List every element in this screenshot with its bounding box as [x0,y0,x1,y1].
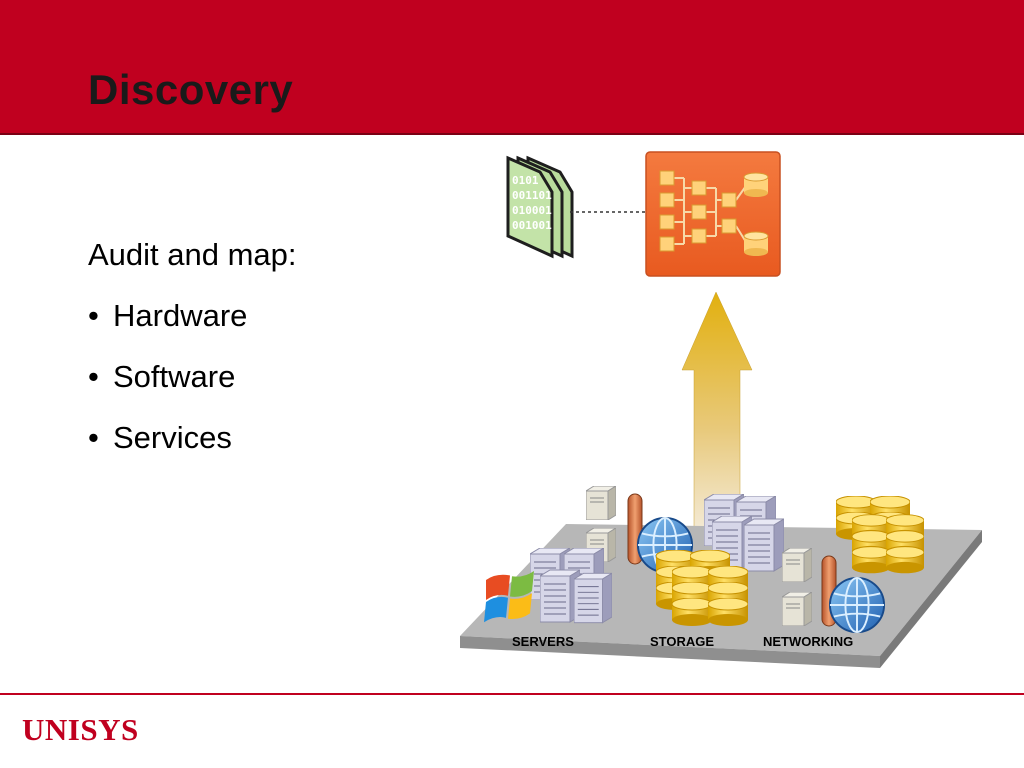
bullet-list: • Hardware • Software • Services [88,297,297,457]
bullet-dot: • [88,420,99,455]
bullet-item: • Software [88,358,297,396]
networking-label: NETWORKING [763,634,853,649]
binary-line: 001001 [512,219,552,232]
intro-text: Audit and map: [88,237,297,272]
server-tower-group [586,486,694,574]
bullet-dot: • [88,359,99,394]
bullet-item: • Services [88,419,297,457]
bullet-text: Software [113,359,236,394]
binary-line: 001101 [512,189,552,202]
servers-label: SERVERS [512,634,574,649]
storage-label: STORAGE [650,634,714,649]
binary-line: 0101 [512,174,539,187]
windows-logo-icon [484,570,534,623]
binary-documents-icon: 0101 001101 010001 001001 [506,155,574,259]
bullet-text: Hardware [113,298,248,333]
footer-divider [0,693,1024,695]
bullet-item: • Hardware [88,297,297,335]
binary-line: 010001 [512,204,552,217]
slide-content: Audit and map: • Hardware • Software • Serv… [88,236,297,480]
unisys-logo: UNISYS [22,712,139,747]
slide-title: Discovery [88,66,294,113]
network-tower-group [782,548,886,634]
bullet-text: Services [113,420,232,455]
header-bar: Discovery [0,0,1024,135]
mapping-panel-icon [645,151,781,277]
rack-servers-front [530,548,612,624]
bullet-dot: • [88,298,99,333]
